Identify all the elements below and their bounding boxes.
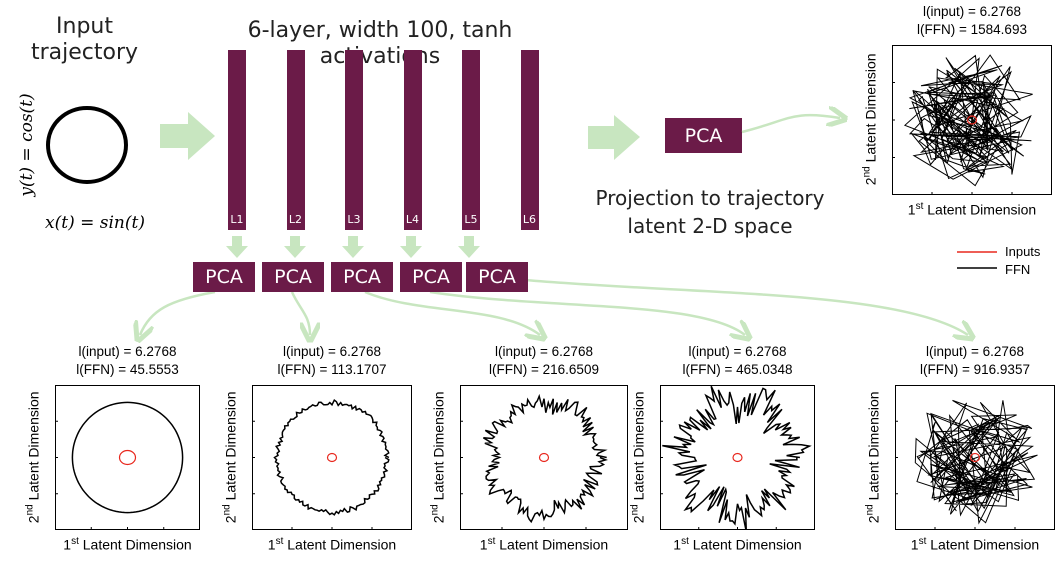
plot-frame: [460, 385, 628, 530]
plot-1-x-axis-label: 1st Latent Dimension: [63, 536, 192, 553]
legend-ffn-label: FFN: [1005, 262, 1031, 277]
legend-inputs-label: Inputs: [1005, 244, 1041, 259]
ffn-trajectory: [662, 385, 812, 530]
layer-bar-l4: L4: [403, 50, 422, 230]
arrow-to-final-plot: [741, 115, 840, 134]
input-circle: [46, 106, 128, 184]
arrow-to-plot-1: [140, 290, 216, 335]
input-trajectory-circle: [966, 115, 978, 125]
ffn-trajectory: [483, 393, 608, 524]
plot-5-ffn-length: l(FFN) = 916.9357: [920, 362, 1030, 377]
plot-3-y-axis-label: 2nd Latent Dimension: [429, 390, 447, 523]
plot-1-ffn-length: l(FFN) = 45.5553: [76, 362, 179, 377]
plot-3-input-length: l(input) = 6.2768: [495, 344, 593, 359]
layer-label-l3: L3: [347, 213, 361, 226]
input-trajectory-circle: [118, 449, 137, 466]
plot-3-axes: [460, 385, 628, 530]
layer-bar-l5: L5: [462, 50, 480, 230]
plot-frame: [55, 385, 200, 530]
layer-down-arrows: [226, 236, 480, 258]
plot-2-y-axis-label: 2nd Latent Dimension: [221, 390, 239, 523]
arrow-input-to-network: [160, 112, 215, 160]
input-trajectory-circle: [732, 452, 743, 463]
ffn-trajectory: [273, 398, 390, 516]
pca-box-l1: PCA: [193, 262, 255, 292]
pca-box-l4: PCA: [400, 262, 462, 292]
plot-5-x-axis-label: 1st Latent Dimension: [910, 536, 1040, 553]
arrow-to-plot-5: [524, 278, 968, 335]
plot-6-axes: [892, 45, 1052, 195]
pca-box-l2: PCA: [262, 262, 324, 292]
plot-2-axes: [252, 385, 412, 530]
plot-6-y-axis-label: 2nd Latent Dimension: [861, 53, 879, 186]
plot-4-y-axis-label: 2nd Latent Dimension: [629, 390, 647, 523]
input-trajectory-circle: [538, 452, 550, 463]
pca-box-l3: PCA: [331, 262, 393, 292]
layer-bar-l3: L3: [345, 50, 363, 230]
ffn-trajectory: [914, 399, 1038, 525]
layer-label-l4: L4: [405, 213, 420, 226]
input-trajectory-circle: [326, 452, 338, 463]
plot-2-ffn-length: l(FFN) = 113.1707: [277, 362, 387, 377]
plot-4-axes: [660, 385, 815, 530]
plot-4-x-axis-label: 1st Latent Dimension: [673, 536, 802, 553]
plot-3-x-axis-label: 1st Latent Dimension: [479, 536, 609, 553]
ffn-trajectory: [903, 54, 1033, 187]
plot-1-y-axis-label: 2nd Latent Dimension: [24, 390, 42, 523]
arrow-to-plot-3: [364, 290, 540, 335]
x-equation: x(t) = sin(t): [45, 213, 145, 233]
layer-bar-l1: L1: [228, 50, 246, 230]
input-trajectory-title: Input trajectory: [30, 14, 139, 66]
projection-caption: Projection to trajectory latent 2-D spac…: [595, 186, 825, 238]
layer-label-l1: L1: [230, 213, 244, 226]
layer-label-l6: L6: [522, 213, 537, 226]
plot-1-input-length: l(input) = 6.2768: [78, 344, 177, 359]
pca-box-final: PCA: [665, 118, 742, 153]
plot-frame: [252, 385, 412, 530]
layer-label-l2: L2: [288, 213, 303, 226]
plot-5-axes: [895, 385, 1055, 530]
layer-bar-l6: L6: [520, 50, 539, 230]
plot-4-ffn-length: l(FFN) = 465.0348: [682, 362, 793, 377]
ffn-trajectory: [71, 401, 184, 514]
layer-bar-l2: L2: [286, 50, 305, 230]
plot-5-input-length: l(input) = 6.2768: [926, 344, 1024, 359]
plot-6-ffn-length: l(FFN) = 1584.693: [917, 22, 1027, 37]
plot-2-input-length: l(input) = 6.2768: [283, 344, 381, 359]
arrow-to-plot-2: [290, 291, 310, 335]
plot-3-ffn-length: l(FFN) = 216.6509: [489, 362, 599, 377]
plot-6-x-axis-label: 1st Latent Dimension: [907, 201, 1037, 218]
arrow-to-plot-4: [429, 290, 745, 335]
arrow-network-to-pca: [588, 115, 640, 160]
plot-5-y-axis-label: 2nd Latent Dimension: [864, 390, 882, 523]
input-trajectory-circle: [969, 452, 981, 463]
plot-4-input-length: l(input) = 6.2768: [688, 344, 787, 359]
pca-box-l5: PCA: [466, 262, 528, 292]
plot-2-x-axis-label: 1st Latent Dimension: [267, 536, 397, 553]
plot-1-axes: [55, 385, 200, 530]
plot-6-input-length: l(input) = 6.2768: [923, 4, 1021, 19]
layer-label-l5: L5: [464, 213, 478, 226]
